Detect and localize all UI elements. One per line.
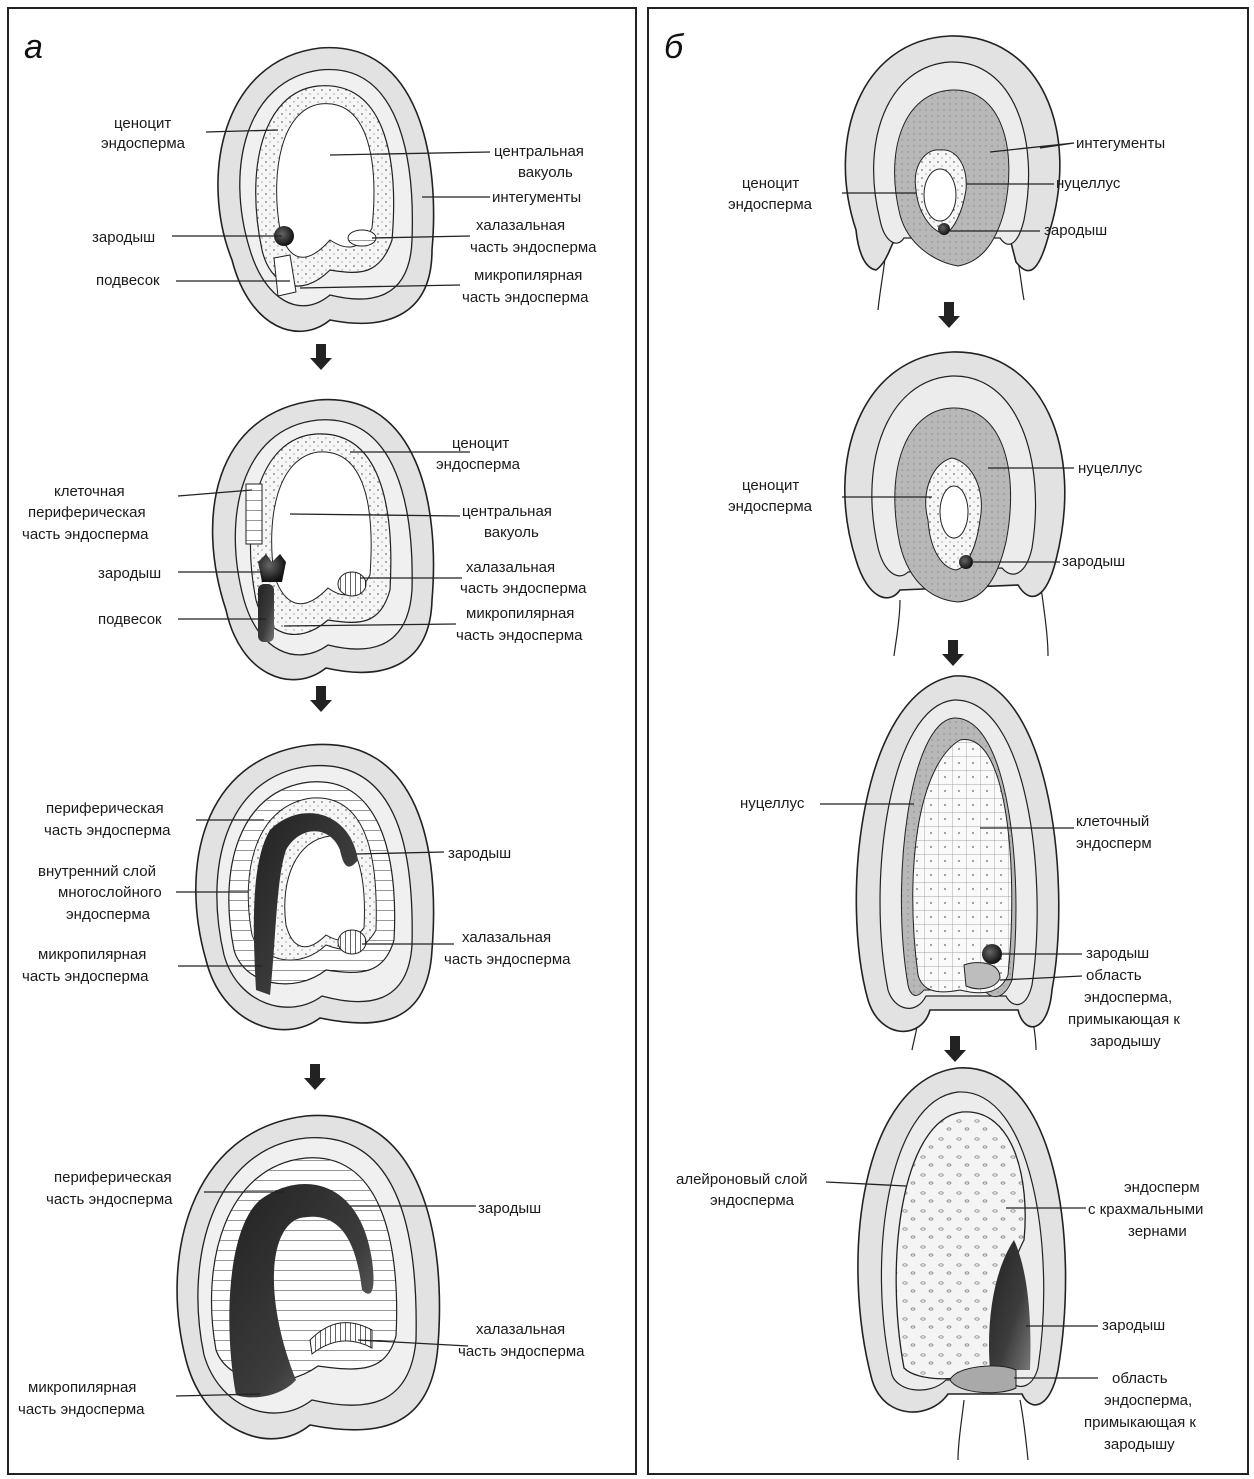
a4-peripheral-l1: периферическая — [54, 1169, 172, 1186]
a3-peripheral-l2: часть эндосперма — [44, 822, 171, 839]
b3-nucellus: нуцеллус — [740, 795, 805, 812]
b3-surround-l3: примыкающая к — [1068, 1011, 1180, 1028]
panel-a-letter: а — [24, 28, 43, 66]
a3-micropylar-l2: часть эндосперма — [22, 968, 149, 985]
a2-cellular-l1: клеточная — [54, 483, 125, 500]
a1-coenocyte-l2: эндосперма — [101, 135, 186, 152]
a3-chalazal-l1: халазальная — [462, 929, 551, 946]
b1-integuments: интегументы — [1076, 135, 1165, 152]
b1-coenocyte-l1: ценоцит — [742, 175, 799, 192]
a-stage4-ovule — [177, 1115, 439, 1438]
a1-chalazal-l1: халазальная — [476, 217, 565, 234]
a2-cellular-l2: периферическая — [28, 504, 146, 521]
a1-embryo: зародыш — [92, 229, 155, 246]
a1-vacuole-l2: вакуоль — [518, 164, 573, 181]
b1-coenocyte-l2: эндосперма — [728, 196, 813, 213]
b1-embryo: зародыш — [1044, 222, 1107, 239]
a4-chalazal-l1: халазальная — [476, 1321, 565, 1338]
b1-nucellus: нуцеллус — [1056, 175, 1121, 192]
b2-coenocyte-l2: эндосперма — [728, 498, 813, 515]
a-stage2-ovule — [213, 400, 434, 680]
a2-coenocyte-l1: ценоцит — [452, 435, 509, 452]
a2-coenocyte-l2: эндосперма — [436, 456, 521, 473]
a2-vacuole-l2: вакуоль — [484, 524, 539, 541]
a2-micropylar-l2: часть эндосперма — [456, 627, 583, 644]
a3-chalazal-l2: часть эндосперма — [444, 951, 571, 968]
a3-embryo: зародыш — [448, 845, 511, 862]
a4-embryo: зародыш — [478, 1200, 541, 1217]
a2-vacuole-l1: центральная — [462, 503, 552, 520]
b4-surround-l2: эндосперма, — [1104, 1392, 1192, 1409]
a1-micropylar-l1: микропилярная — [474, 267, 582, 284]
b4-starchy-l2: с крахмальными — [1088, 1201, 1203, 1218]
b3-cellular-l2: эндосперм — [1076, 835, 1152, 852]
a3-inner-l1: внутренний слой — [38, 863, 156, 880]
a1-chalazal-l2: часть эндосперма — [470, 239, 597, 256]
b4-starchy-l3: зернами — [1128, 1223, 1187, 1240]
a-stage3-ovule — [196, 744, 434, 1029]
a3-inner-l3: эндосперма — [66, 906, 151, 923]
a1-vacuole-l1: центральная — [494, 143, 584, 160]
b3-surround-l4: зародышу — [1090, 1033, 1161, 1050]
b4-starchy-l1: эндосперм — [1124, 1179, 1200, 1196]
a1-suspensor: подвесок — [96, 272, 160, 289]
panel-b-letter: б — [664, 28, 685, 66]
a2-embryo: зародыш — [98, 565, 161, 582]
a2-micropylar-l1: микропилярная — [466, 605, 574, 622]
b4-embryo: зародыш — [1102, 1317, 1165, 1334]
b4-aleurone-l1: алейроновый слой — [676, 1171, 808, 1188]
a1-coenocyte-l1: ценоцит — [114, 115, 171, 132]
b3-cellular-l1: клеточный — [1076, 813, 1149, 830]
a4-micropylar-l1: микропилярная — [28, 1379, 136, 1396]
a3-peripheral-l1: периферическая — [46, 800, 164, 817]
b4-aleurone-l2: эндосперма — [710, 1192, 795, 1209]
a2-chalazal-l1: халазальная — [466, 559, 555, 576]
a3-micropylar-l1: микропилярная — [38, 946, 146, 963]
a4-micropylar-l2: часть эндосперма — [18, 1401, 145, 1418]
b4-surround-l4: зародышу — [1104, 1436, 1175, 1453]
a4-peripheral-l2: часть эндосперма — [46, 1191, 173, 1208]
a2-cellular-l3: часть эндосперма — [22, 526, 149, 543]
b2-embryo: зародыш — [1062, 553, 1125, 570]
b3-surround-l2: эндосперма, — [1084, 989, 1172, 1006]
a3-inner-l2: многослойного — [58, 884, 162, 901]
a-stage1-ovule — [218, 48, 434, 332]
b3-surround-l1: область — [1086, 967, 1142, 984]
a2-suspensor: подвесок — [98, 611, 162, 628]
a1-integuments: интегументы — [492, 189, 581, 206]
b3-embryo: зародыш — [1086, 945, 1149, 962]
a2-chalazal-l2: часть эндосперма — [460, 580, 587, 597]
b2-coenocyte-l1: ценоцит — [742, 477, 799, 494]
a1-micropylar-l2: часть эндосперма — [462, 289, 589, 306]
b4-surround-l3: примыкающая к — [1084, 1414, 1196, 1431]
a4-chalazal-l2: часть эндосперма — [458, 1343, 585, 1360]
b2-nucellus: нуцеллус — [1078, 460, 1143, 477]
b4-surround-l1: область — [1112, 1370, 1168, 1387]
